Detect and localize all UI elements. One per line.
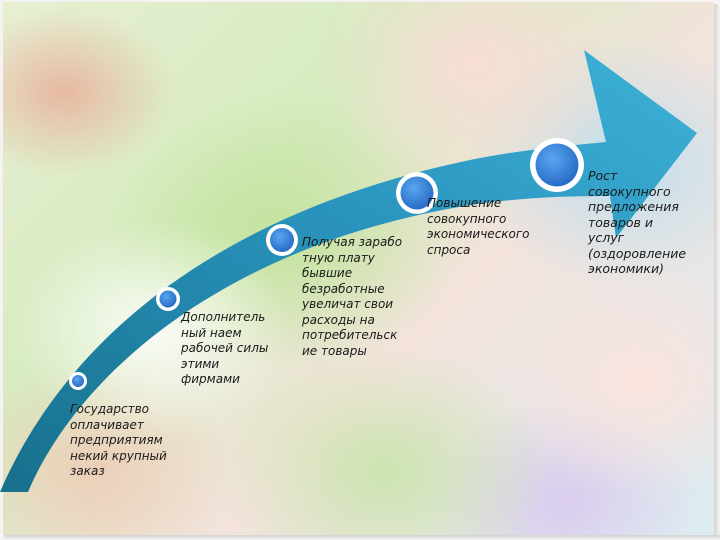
step-label-consumer-spending: Получая зарабо тную плату бывшие безрабо… <box>302 235 403 358</box>
step-label-additional-hiring: Дополнитель ный наем рабочей силы этими … <box>181 310 269 386</box>
step-label-aggregate-supply: Рост совокупного предложения товаров и у… <box>588 168 687 276</box>
step-node-2 <box>156 287 180 311</box>
slide-shadow-bottom <box>4 535 720 540</box>
step-node-5 <box>530 138 584 192</box>
slide-shadow-right <box>714 4 720 540</box>
step-node-3 <box>266 224 298 256</box>
step-node-1 <box>69 372 87 390</box>
step-label-government-order: Государство оплачивает предприятиям неки… <box>70 402 167 478</box>
growth-arrow <box>0 50 697 492</box>
step-node-4 <box>396 172 438 214</box>
step-label-aggregate-demand: Повышение совокупного экономического спр… <box>427 196 530 257</box>
